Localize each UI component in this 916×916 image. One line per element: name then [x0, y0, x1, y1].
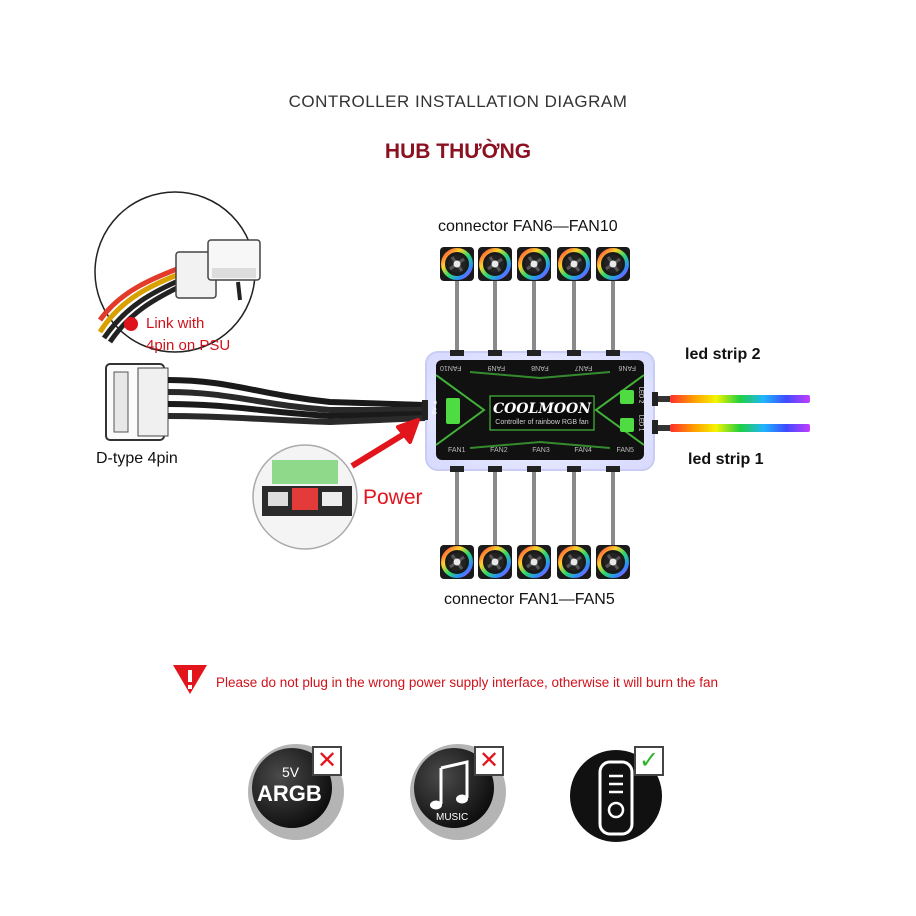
- hub-port-labels-top: FAN6 FAN7 FAN8 FAN9 FAN10: [440, 364, 636, 371]
- led-strip-2-label: led strip 2: [685, 346, 761, 363]
- port-label: FAN4: [574, 447, 592, 454]
- top-fan-cables: [455, 278, 615, 352]
- hub-body: [422, 350, 658, 472]
- port-label: FAN2: [490, 447, 508, 454]
- connector-top-label: connector FAN6—FAN10: [438, 218, 618, 235]
- argb-text: ARGB: [257, 781, 322, 806]
- psu-note-line-2: 4pin on PSU: [146, 337, 231, 354]
- top-fans: [438, 245, 632, 283]
- port-label: FAN3: [532, 447, 550, 454]
- port-label: FAN7: [574, 364, 593, 371]
- hub-brand: COOLMOON: [492, 401, 592, 417]
- bottom-fan-cables: [455, 468, 615, 548]
- psu-note: Link with 4pin on PSU: [146, 313, 230, 357]
- warning-banner: Please do not plug in the wrong power su…: [170, 662, 870, 702]
- hub-tagline: Controller of rainbow RGB fan: [495, 419, 589, 426]
- bottom-fans: [438, 543, 632, 581]
- molex-plug: [105, 363, 426, 441]
- argb-voltage-text: 5V: [282, 764, 300, 780]
- hub-title: HUB THƯỜNG: [384, 140, 532, 163]
- warning-text: Please do not plug in the wrong power su…: [216, 674, 719, 690]
- d-type-label: D-type 4pin: [96, 450, 178, 467]
- port-label: FAN1: [448, 447, 466, 454]
- power-port-closeup: [252, 444, 358, 550]
- led-strips: [658, 395, 810, 432]
- psu-connector-closeup: [94, 191, 261, 353]
- argb-unsupported-cross-icon: ✕: [312, 746, 342, 776]
- warning-icon: [173, 665, 207, 694]
- port-label: FAN8: [531, 364, 549, 371]
- hub-port-labels-bottom: FAN1 FAN2 FAN3 FAN4 FAN5: [448, 447, 634, 454]
- remote-supported-check-icon: ✓: [634, 746, 664, 776]
- power-label: Power: [363, 486, 423, 509]
- led-strip-1-label: led strip 1: [688, 451, 764, 468]
- hub-side-right-label-1: LED 1: [637, 414, 644, 432]
- connector-bottom-label: connector FAN1—FAN5: [444, 591, 615, 608]
- music-unsupported-cross-icon: ✕: [474, 746, 504, 776]
- page-title: CONTROLLER INSTALLATION DIAGRAM: [288, 92, 628, 111]
- port-label: FAN5: [616, 447, 634, 454]
- port-label: FAN9: [487, 364, 506, 371]
- port-label: FAN10: [440, 364, 462, 371]
- music-text: MUSIC: [436, 812, 469, 823]
- port-label: FAN6: [618, 364, 636, 371]
- psu-note-line-1: Link with: [146, 315, 205, 332]
- hub-side-left-label: 5V ▲: [432, 399, 439, 415]
- hub-side-right-label-2: LED 2: [637, 386, 644, 404]
